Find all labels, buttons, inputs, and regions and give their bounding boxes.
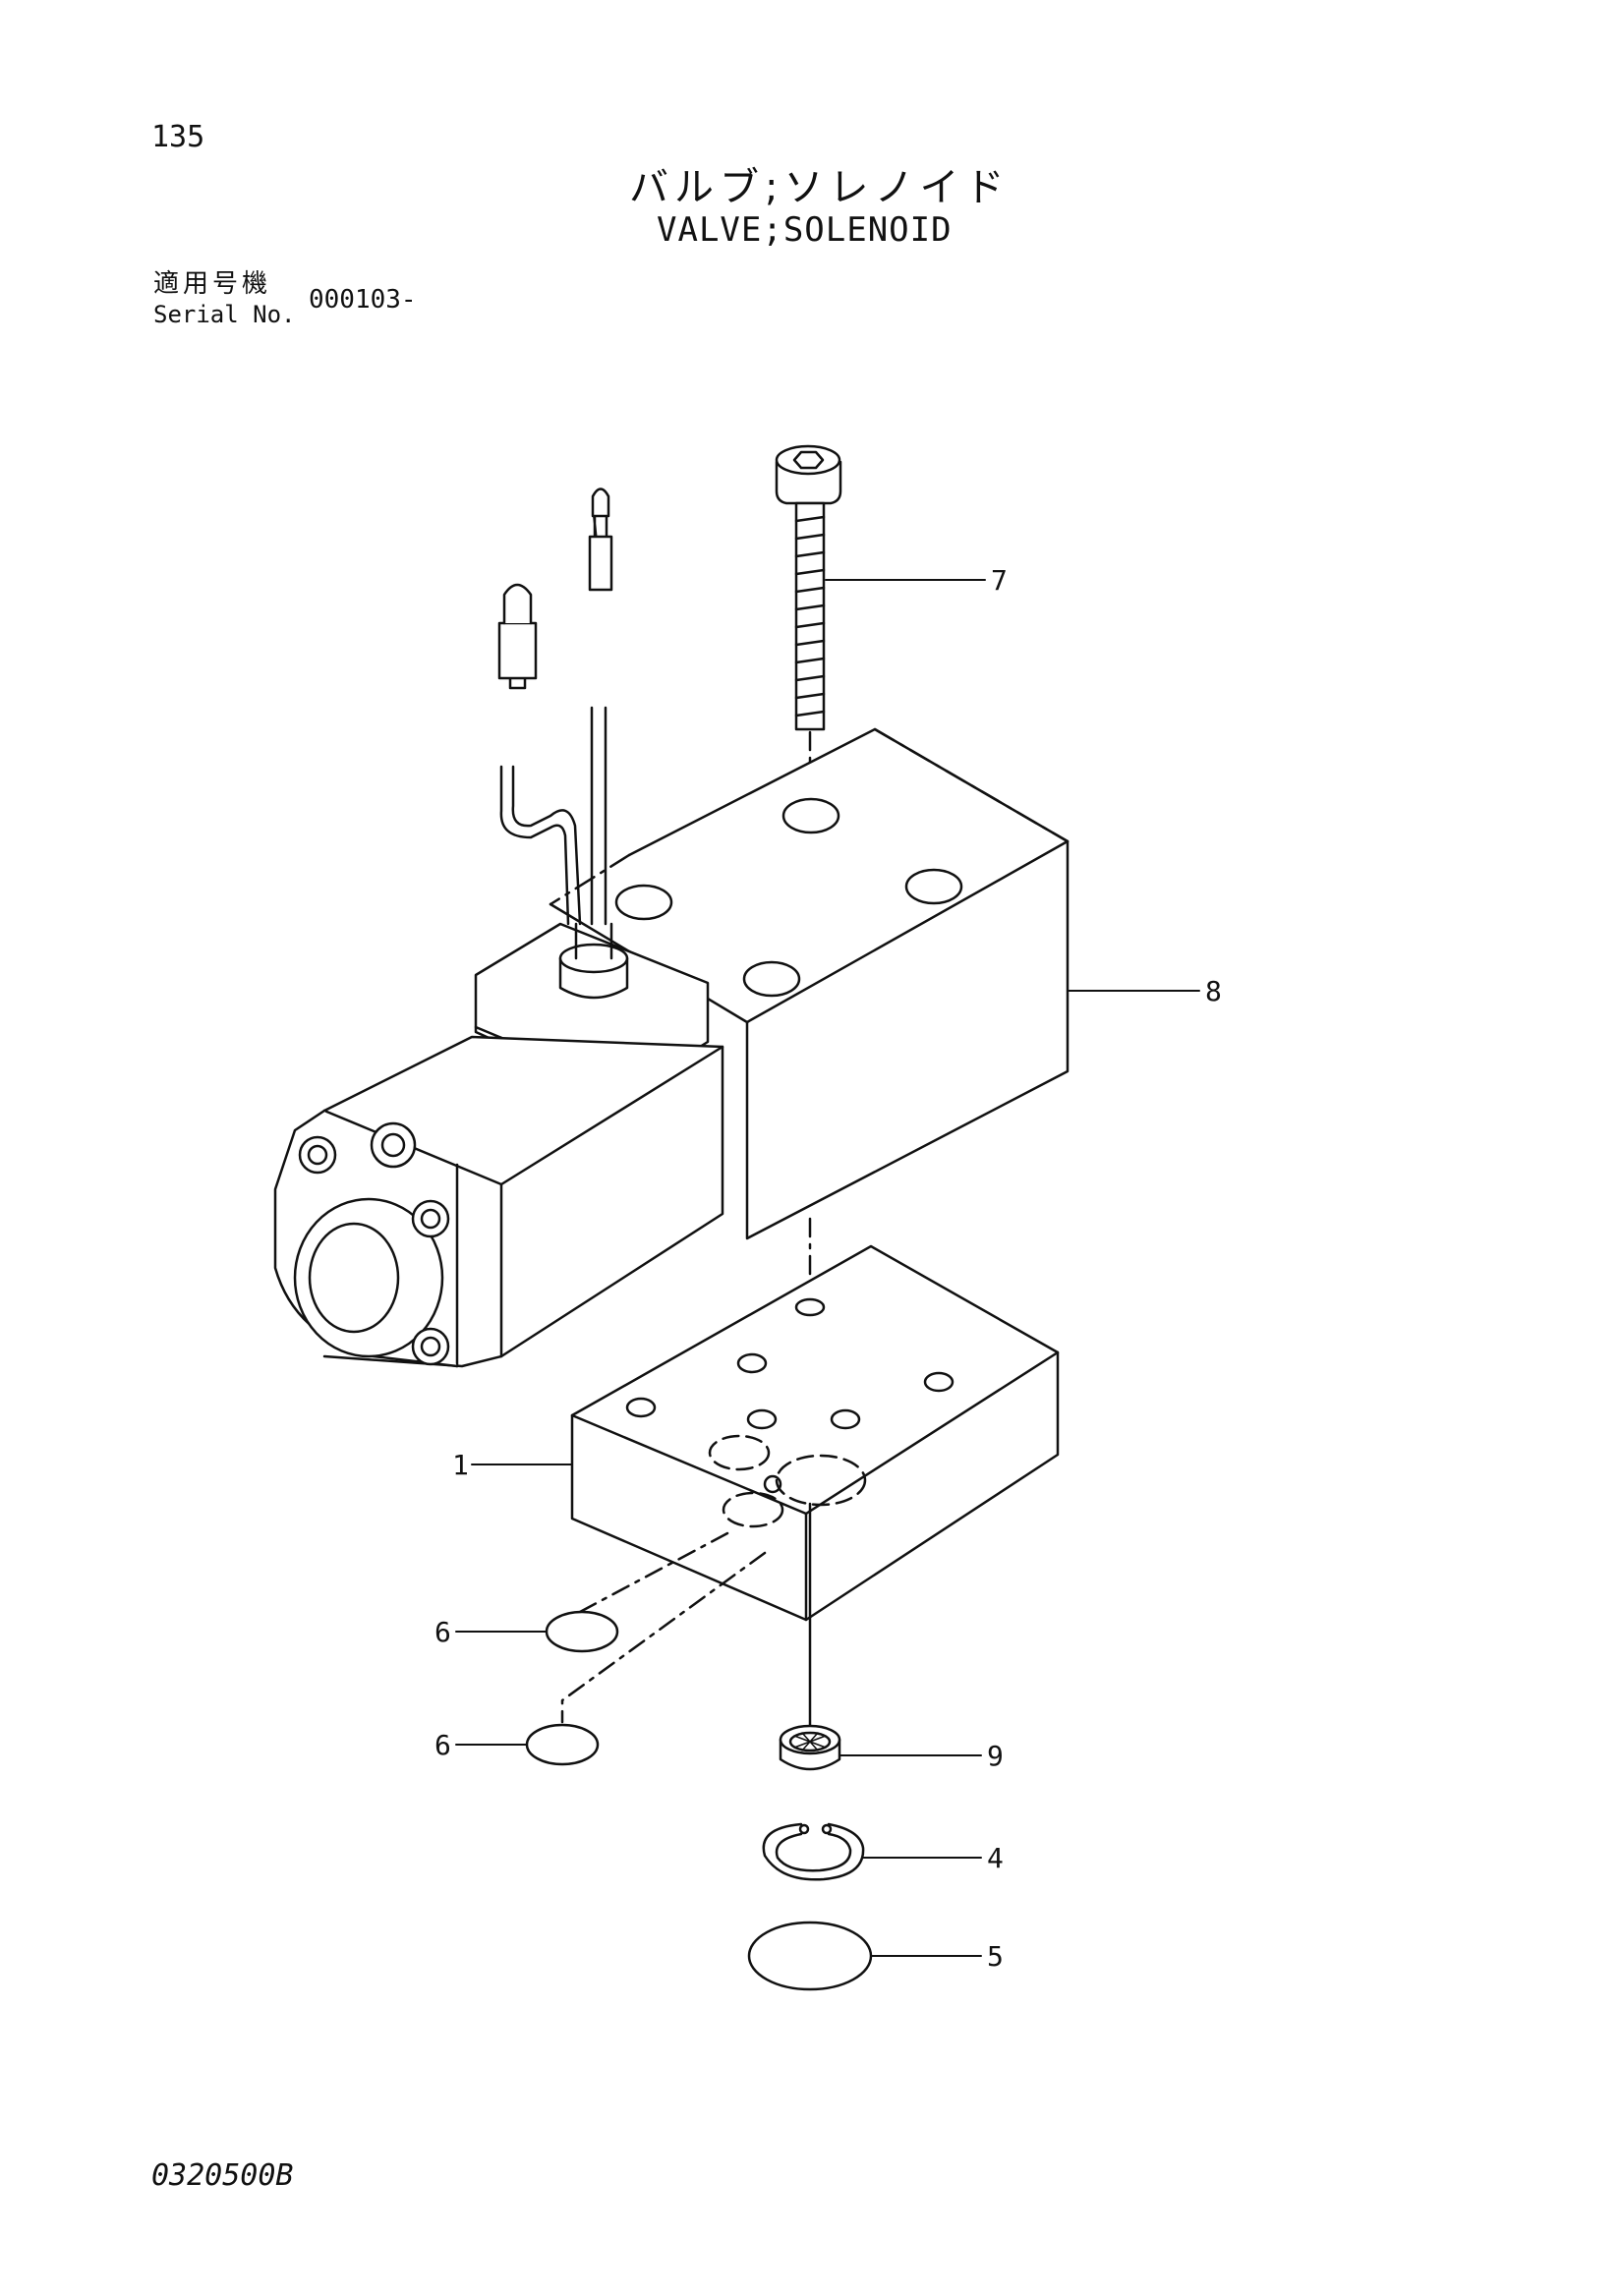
title-japanese: バルブ;ソレノイド: [629, 165, 1011, 210]
disc-part-5: [747, 1921, 873, 1991]
cap-screw-part-7: [775, 444, 842, 798]
page-number: 135: [151, 120, 205, 154]
title-english: VALVE;SOLENOID: [657, 210, 953, 250]
o-ring-part-6-lower: [525, 1723, 600, 1766]
callout-4: 4: [987, 1842, 1004, 1874]
snap-ring-part-4: [762, 1822, 865, 1881]
serial-number-value: 000103-: [309, 285, 417, 315]
callout-6a: 6: [434, 1616, 451, 1648]
solenoid-body: [273, 1035, 724, 1368]
base-plate-part-1: [560, 1244, 1060, 1732]
callout-6b: 6: [434, 1729, 451, 1761]
callout-8: 8: [1205, 975, 1222, 1007]
solenoid-leads: [497, 488, 613, 926]
callout-1: 1: [452, 1449, 469, 1481]
strainer-part-9: [779, 1724, 841, 1771]
serial-label-english: Serial No.: [153, 301, 296, 328]
o-ring-part-6-upper: [545, 1610, 619, 1653]
callout-9: 9: [987, 1740, 1004, 1772]
callout-5: 5: [987, 1940, 1004, 1973]
serial-label-japanese: 適用号機: [153, 269, 272, 299]
callout-7: 7: [991, 564, 1008, 597]
document-code: 0320500B: [151, 2158, 294, 2193]
valve-block-part-8: [549, 727, 1070, 1309]
